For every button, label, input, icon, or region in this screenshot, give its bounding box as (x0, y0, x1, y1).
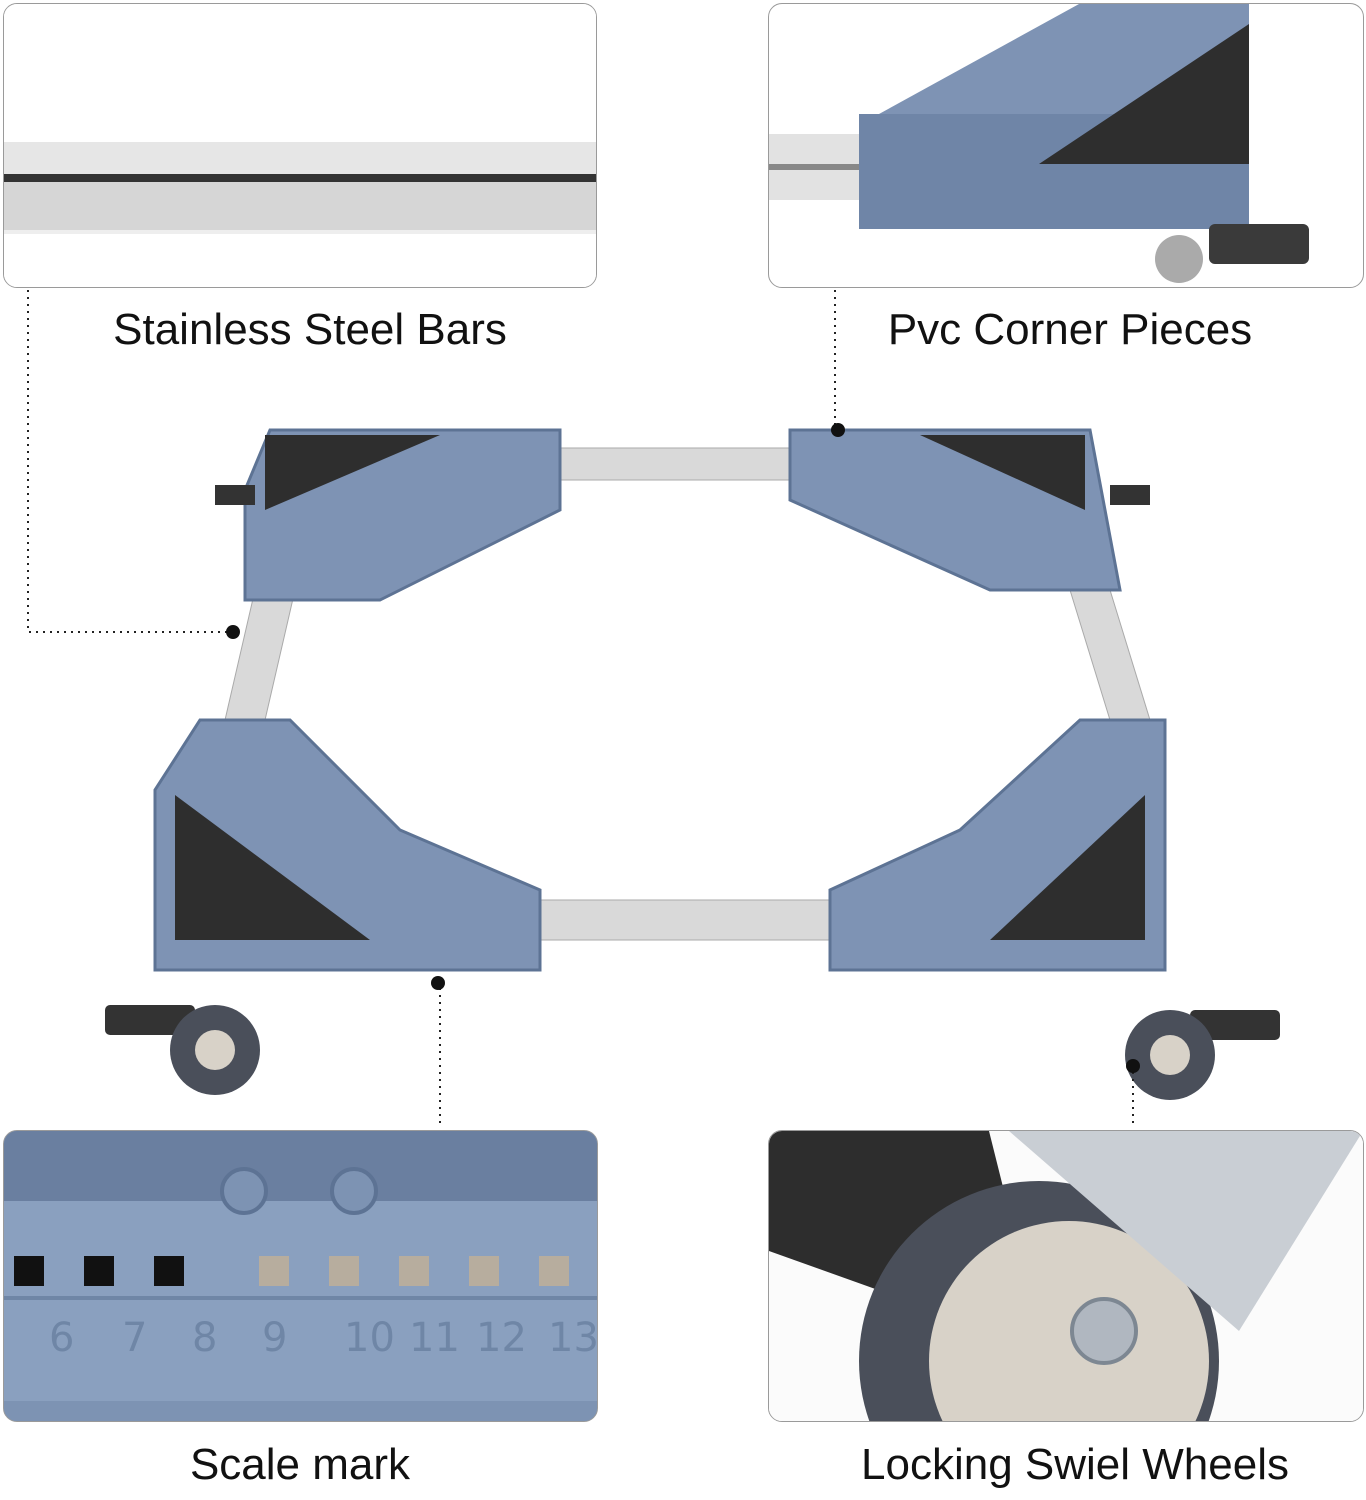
scale-number: 12 (476, 1315, 527, 1361)
moving-base-illustration (105, 428, 1280, 1100)
scale-mark-label: Scale mark (189, 1440, 411, 1489)
steel-bar-close-up (4, 4, 596, 287)
steel-bars-label: Stainless Steel Bars (113, 305, 507, 354)
scale-number: 10 (344, 1315, 395, 1361)
scale-number: 13 (548, 1315, 597, 1361)
wheels-marker (1126, 1059, 1140, 1073)
scale-number: 7 (122, 1315, 147, 1361)
corner-pieces-label: Pvc Corner Pieces (887, 305, 1253, 354)
scale-number: 11 (409, 1315, 460, 1361)
wheel-close-up (769, 1131, 1363, 1421)
scale-number: 9 (262, 1315, 287, 1361)
corner-pieces-marker (831, 423, 845, 437)
corner-pieces-detail-panel (768, 3, 1364, 288)
wheels-label: Locking Swiel Wheels (861, 1440, 1289, 1489)
steel-bars-marker (226, 625, 240, 639)
scale-mark-detail-panel: 6 7 8 9 10 11 12 13 (3, 1130, 598, 1422)
scale-number: 6 (49, 1315, 74, 1361)
scale-close-up: 6 7 8 9 10 11 12 13 (4, 1131, 597, 1421)
corner-piece-close-up (769, 4, 1309, 283)
scale-mark-marker (431, 976, 445, 990)
wheels-detail-panel (768, 1130, 1364, 1422)
scale-number: 8 (192, 1315, 217, 1361)
steel-bars-detail-panel (3, 3, 597, 288)
